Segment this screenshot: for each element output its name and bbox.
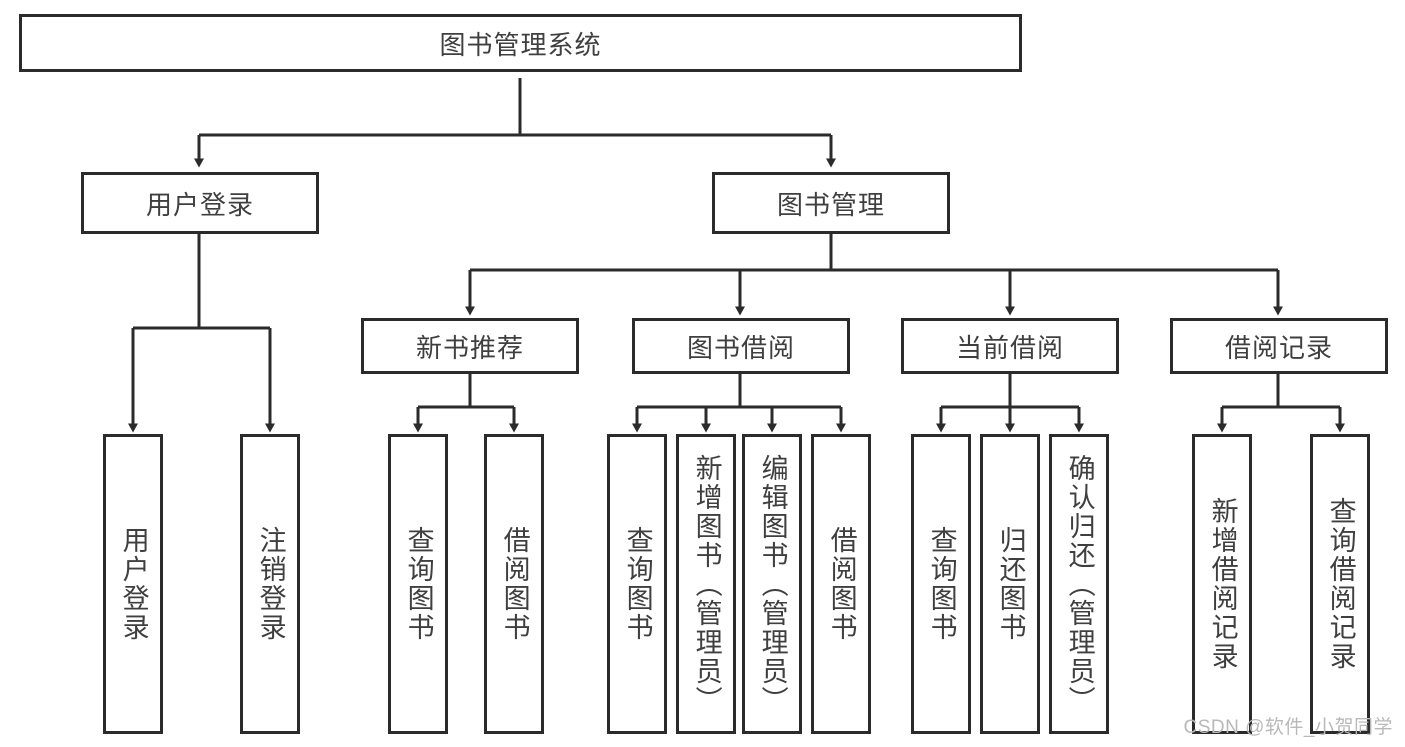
- node-label: 查询借阅记录: [1325, 497, 1356, 671]
- node-label: 新增图书（管理员）: [691, 453, 722, 715]
- node-label: 新增借阅记录: [1207, 497, 1238, 671]
- leaf-confirm-return-admin[interactable]: 确认归还（管理员）: [1049, 434, 1109, 734]
- leaf-add-book-admin[interactable]: 新增图书（管理员）: [676, 434, 736, 734]
- node-label: 新书推荐: [415, 332, 524, 363]
- node-label: 借阅图书: [826, 526, 857, 642]
- node-label: 查询图书: [403, 526, 434, 642]
- leaf-return-book[interactable]: 归还图书: [980, 434, 1040, 734]
- node-label: 查询图书: [622, 526, 653, 642]
- node-user-login[interactable]: 用户登录: [81, 172, 319, 234]
- leaf-query-book-current[interactable]: 查询图书: [911, 434, 971, 734]
- node-label: 图书管理系统: [439, 29, 602, 60]
- node-root[interactable]: 图书管理系统: [19, 14, 1022, 72]
- leaf-user-login[interactable]: 用户登录: [103, 434, 163, 734]
- node-label: 借阅图书: [499, 526, 530, 642]
- leaf-logout[interactable]: 注销登录: [240, 434, 300, 734]
- node-label: 归还图书: [995, 526, 1026, 642]
- node-book-management[interactable]: 图书管理: [712, 172, 950, 234]
- node-label: 查询图书: [926, 526, 957, 642]
- node-new-book-recommend[interactable]: 新书推荐: [361, 318, 579, 374]
- node-borrow-records[interactable]: 借阅记录: [1170, 318, 1388, 374]
- leaf-add-borrow-record[interactable]: 新增借阅记录: [1192, 434, 1252, 734]
- leaf-query-book-borrow[interactable]: 查询图书: [607, 434, 667, 734]
- node-label: 用户登录: [145, 189, 254, 220]
- node-label: 注销登录: [255, 526, 286, 642]
- leaf-query-book-recommend[interactable]: 查询图书: [388, 434, 448, 734]
- leaf-query-borrow-record[interactable]: 查询借阅记录: [1310, 434, 1370, 734]
- node-current-borrow[interactable]: 当前借阅: [901, 318, 1119, 374]
- leaf-edit-book-admin[interactable]: 编辑图书（管理员）: [742, 434, 802, 734]
- leaf-borrow-book-recommend[interactable]: 借阅图书: [484, 434, 544, 734]
- node-label: 当前借阅: [955, 332, 1064, 363]
- node-label: 编辑图书（管理员）: [757, 453, 788, 715]
- node-label: 图书管理: [776, 189, 885, 220]
- leaf-borrow-book[interactable]: 借阅图书: [811, 434, 871, 734]
- node-label: 用户登录: [118, 526, 149, 642]
- node-label: 确认归还（管理员）: [1064, 453, 1095, 715]
- node-label: 借阅记录: [1224, 332, 1333, 363]
- node-book-borrow[interactable]: 图书借阅: [632, 318, 850, 374]
- csdn-watermark: CSDN @软件_小贺同学: [1183, 717, 1393, 738]
- node-label: 图书借阅: [686, 332, 795, 363]
